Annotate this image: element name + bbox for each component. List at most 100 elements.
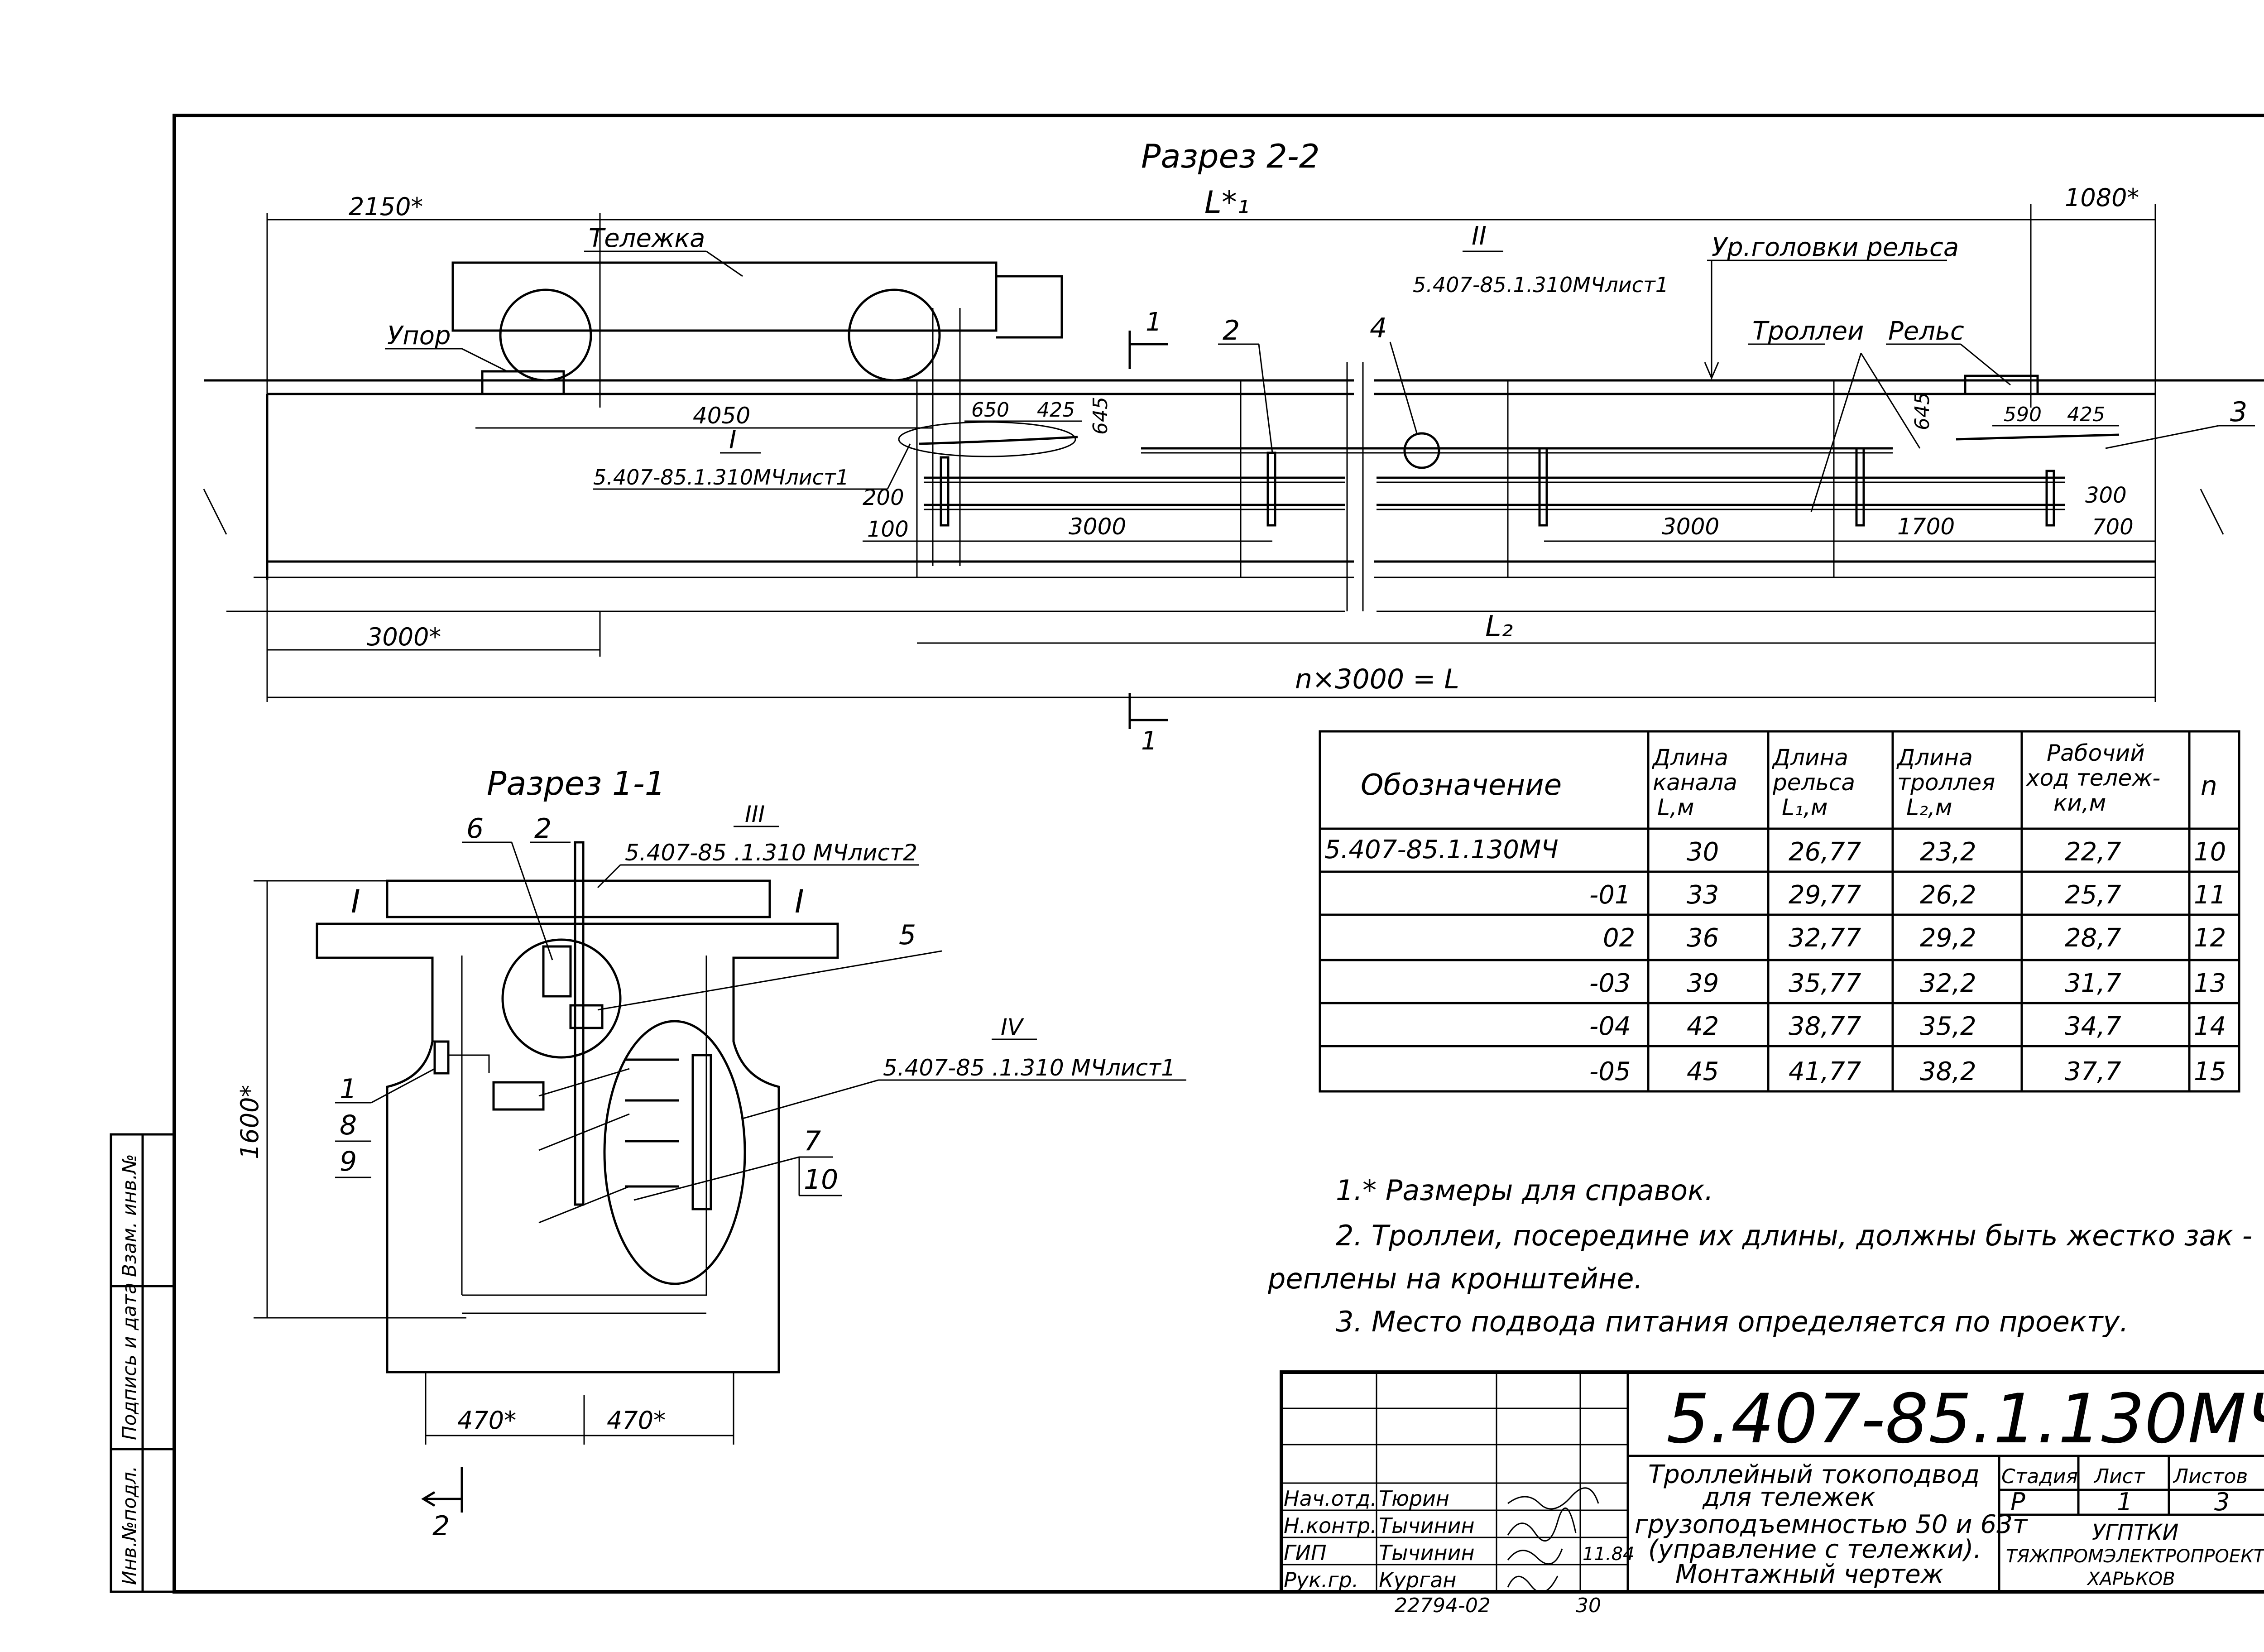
svg-text:35,2: 35,2 [1920,1012,1976,1041]
detail-i-ellipse [898,421,1076,457]
pos-4-label: 4 [1370,312,1387,344]
note-2-cont: реплены на кронштейне. [1267,1262,1643,1295]
side-vzam: Взам. инв.№ [118,1154,140,1277]
svg-text:-05: -05 [1589,1057,1631,1086]
dim-470a: 470* [457,1406,516,1435]
svg-text:13: 13 [2194,969,2226,998]
dim-425b: 425 [2067,403,2105,426]
name-1: Тюрин [1379,1486,1449,1511]
side-inv-podl: Инв.№подл. [118,1466,140,1585]
svg-text:33: 33 [1687,880,1719,910]
name-4: Курган [1379,1568,1457,1592]
pos-5-label: 5 [899,919,916,951]
rels-label: Рельс [1888,317,1964,346]
sheets-value: 3 [2214,1488,2230,1516]
svg-text:34,7: 34,7 [2065,1012,2121,1041]
table-row: -03 39 35,77 32,2 31,7 13 [1589,969,2226,998]
dim-2150: 2150* [349,192,423,221]
sheet-header: Лист [2093,1465,2145,1488]
svg-text:38,77: 38,77 [1789,1012,1861,1041]
note-3: 3. Место подвода питания определяется по… [1336,1305,2129,1338]
section-2-2-title: Разрез 2-2 [1141,137,1320,175]
notes: 1.* Размеры для справок. 2. Троллеи, пос… [1267,1174,2252,1338]
role-n-kontr: Н.контр. [1284,1513,1377,1538]
break-right [2200,489,2224,535]
svg-text:22,7: 22,7 [2065,837,2121,867]
svg-text:29,77: 29,77 [1789,880,1861,910]
table-row: -01 33 29,77 26,2 25,7 11 [1589,880,2226,910]
svg-text:5.407-85.1.130МЧ: 5.407-85.1.130МЧ [1324,835,1559,864]
dim-700: 700 [2092,514,2134,540]
dim-100: 100 [867,517,909,542]
dim-3000a: 3000 [1069,514,1126,540]
svg-text:32,77: 32,77 [1789,923,1861,953]
dim-590: 590 [2004,403,2042,426]
side-podpis: Подпись и дата [118,1282,140,1440]
signature-1 [1507,1487,1599,1510]
trolley-wheel-right [848,288,941,382]
table-row: 02 36 32,77 29,2 28,7 12 [1603,923,2226,953]
date-value: 11.84 [1583,1544,1635,1565]
detail-iii-circle [501,938,622,1059]
signature-3 [1507,1548,1563,1565]
svg-text:-01: -01 [1589,880,1631,910]
dim-425a: 425 [1037,399,1075,422]
ref-iii: 5.407-85 .1.310 МЧлист2 [625,840,917,866]
dim-1700: 1700 [1897,514,1955,540]
drawing-code: 5.407-85.1.130МЧ [1666,1380,2264,1459]
rail-beam [386,879,771,918]
i-beam-left: I [351,883,360,920]
trollei-label: Троллеи [1752,317,1864,346]
dim-645a: 645 [1089,397,1112,435]
svg-text:12: 12 [2194,923,2226,953]
svg-text:26,2: 26,2 [1920,880,1976,910]
side-stamp: Инв.№подл. Подпись и дата Взам. инв.№ [110,1133,176,1593]
pos-8-label: 8 [340,1109,357,1141]
bracket-4 [1855,447,1865,527]
svg-text:42: 42 [1687,1012,1719,1041]
table-rows: 5.407-85.1.130МЧ 30 26,77 23,2 22,7 10 -… [1324,835,2226,1086]
note-1: 1.* Размеры для справок. [1336,1174,1713,1207]
table-row: -05 45 41,77 38,2 37,7 15 [1589,1057,2226,1086]
role-nach-otd: Нач.отд. [1284,1486,1377,1511]
signature-4 [1507,1575,1559,1593]
svg-text:23,2: 23,2 [1920,837,1976,867]
role-gip: ГИП [1284,1541,1327,1565]
svg-text:41,77: 41,77 [1789,1057,1861,1086]
ref-iv-roman: IV [1001,1014,1025,1040]
svg-text:32,2: 32,2 [1920,969,1976,998]
telezhka-label: Тележка [589,224,705,253]
svg-text:-04: -04 [1589,1012,1631,1041]
section-2-2: Разрез 2-2 L*₁ 2150* 1080* Тележка Упор [203,137,2264,756]
trolley-wheel-left [499,288,592,382]
collector-right [1956,433,2120,441]
cut-1-bottom-label: 1 [1141,726,1157,756]
ref-ii-roman: II [1472,221,1487,251]
page-number: 30 [1576,1594,1601,1617]
svg-text:11: 11 [2194,880,2226,910]
collector-left [919,436,1078,445]
svg-text:-03: -03 [1589,969,1631,998]
bracket-1 [940,456,950,527]
table-frame [1319,730,2240,1093]
ref-i: 5.407-85.1.310МЧлист1 [593,465,849,490]
svg-text:26,77: 26,77 [1789,837,1861,867]
svg-text:45: 45 [1687,1057,1719,1086]
detail-ii-circle [1403,432,1440,469]
svg-text:38,2: 38,2 [1920,1057,1976,1086]
dim-3000star: 3000* [367,623,441,651]
ref-iii-roman: III [745,801,765,827]
trolley-body [451,261,998,332]
svg-text:31,7: 31,7 [2065,969,2121,998]
detail-iv-ellipse [603,1020,746,1285]
cut-1-top-label: 1 [1146,307,1162,337]
l1-label: L*₁ [1204,185,1249,221]
svg-text:10: 10 [2194,837,2226,867]
svg-text:28,7: 28,7 [2065,923,2121,953]
svg-text:14: 14 [2194,1012,2226,1041]
dim-300: 300 [2085,483,2127,508]
dim-1080: 1080* [2065,183,2139,212]
